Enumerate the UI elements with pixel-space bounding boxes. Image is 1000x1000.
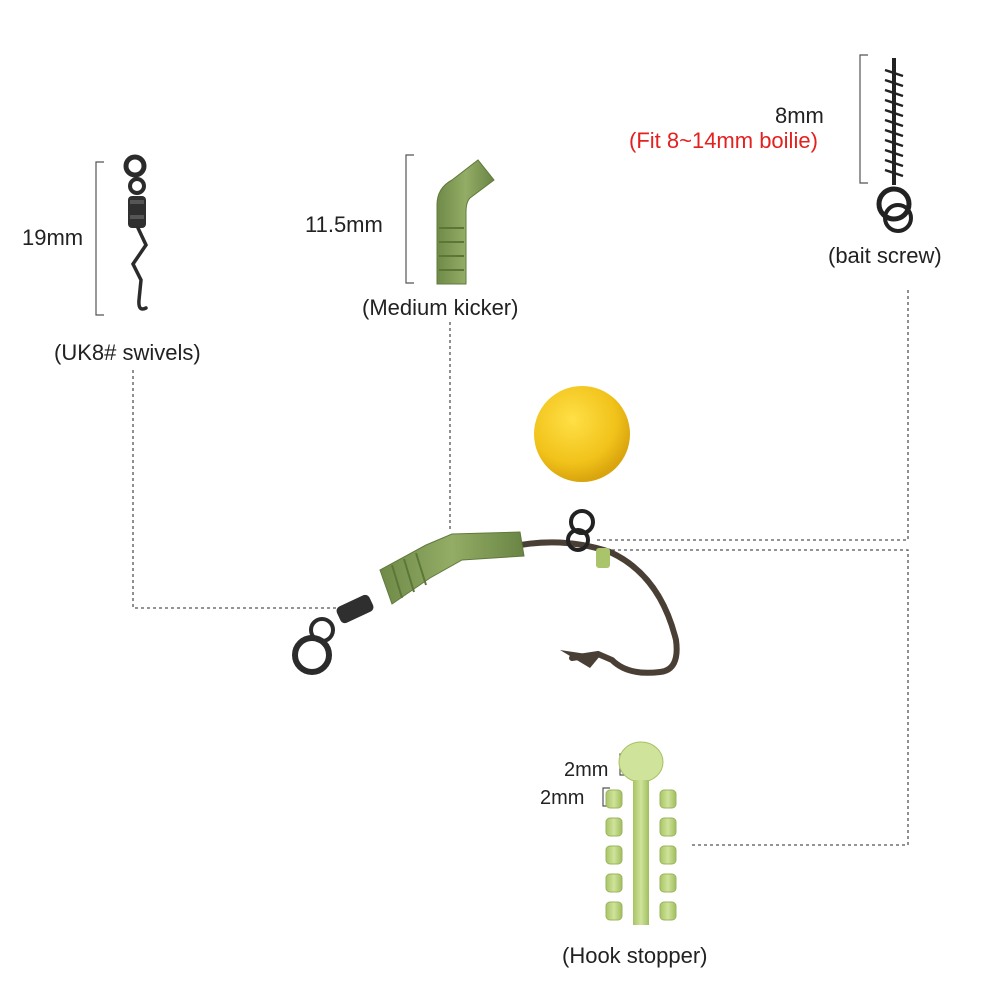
swivel-icon [123,154,149,311]
bait-screw-fit-note: (Fit 8~14mm boilie) [629,128,818,153]
assembled-rig [292,386,680,676]
boilie-icon [534,386,630,482]
swivel-leader-line [132,370,336,609]
swivel-size-label: 19mm [22,225,84,250]
rig-hook-stopper [596,548,610,568]
kicker-icon [436,159,495,285]
hook-stopper-top-size-label: 2mm [564,759,609,781]
bait-screw-size-label: 8mm [775,103,824,128]
bait-screw-icon [876,58,913,233]
kicker-dimension-bracket [405,154,414,284]
bait-screw-name-label: (bait screw) [828,243,942,268]
kicker-size-label: 11.5mm [305,212,383,237]
kicker-name-label: (Medium kicker) [362,295,519,320]
rig-kicker [379,531,525,605]
bait-screw-dimension-bracket [859,54,868,184]
bait-screw-leader-line [595,290,909,541]
leader-lines [132,290,909,846]
swivel-dimension-bracket [95,161,104,316]
rig-swivel [336,594,374,624]
hook-stopper-name-label: (Hook stopper) [562,943,708,968]
hook-stopper-icon [605,741,677,925]
hook-stopper-second-size-label: 2mm [540,787,585,809]
swivel-name-label: (UK8# swivels) [54,340,201,365]
hook-icon [502,539,680,676]
